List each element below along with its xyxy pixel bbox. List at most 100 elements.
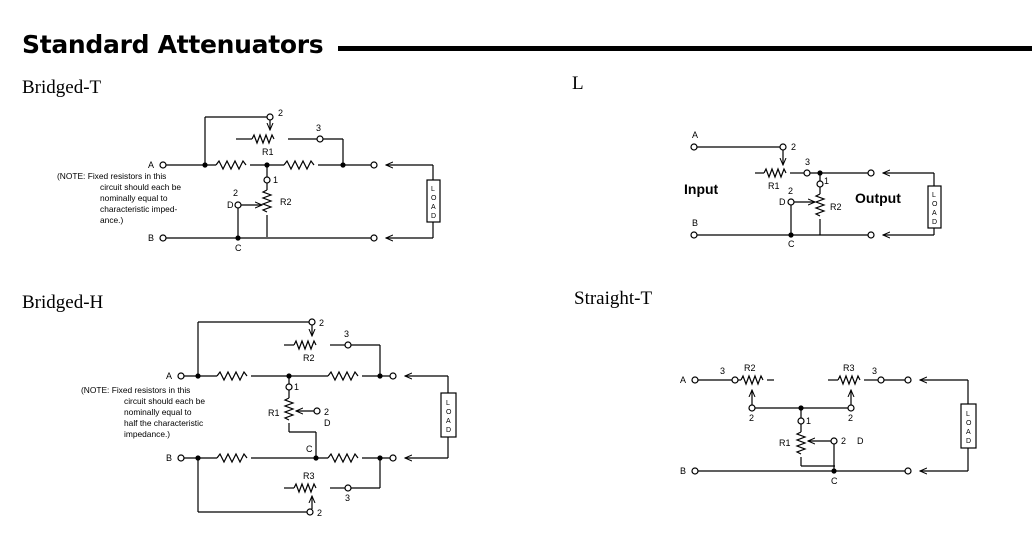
note-line: half the characteristic	[124, 418, 203, 428]
load-letter: O	[966, 420, 972, 427]
label-c: C	[831, 476, 838, 486]
label-a: A	[680, 375, 686, 385]
node-3: 3	[316, 123, 321, 133]
potentiometer-r2	[740, 374, 764, 386]
label-d: D	[227, 200, 234, 210]
potentiometer-r2	[814, 193, 826, 217]
note-line: circuit should each be	[124, 396, 205, 406]
terminal-a	[159, 161, 167, 169]
node-2: 2	[278, 108, 283, 118]
resistor-fixed-1	[216, 370, 248, 382]
section-title-straight-t: Straight-T	[574, 288, 653, 309]
load-letter: D	[932, 219, 937, 226]
node-2: 2	[317, 508, 322, 518]
potentiometer-r1	[251, 133, 275, 145]
label-b: B	[148, 233, 154, 243]
node-3: 3	[345, 493, 350, 503]
label-r2: R2	[830, 202, 842, 212]
bridged-h-note: (NOTE: Fixed resistors in this circuit s…	[81, 385, 205, 439]
label-r1: R1	[268, 408, 280, 418]
resistor-fixed-1	[215, 159, 247, 171]
resistor-fixed-2	[283, 159, 315, 171]
load-letter: O	[431, 195, 437, 202]
potentiometer-r2	[293, 339, 317, 351]
note-line: impedance.)	[124, 429, 170, 439]
label-b: B	[166, 453, 172, 463]
node-3: 3	[720, 366, 725, 376]
potentiometer-r3	[293, 482, 317, 494]
note-line: characteristic imped-	[100, 204, 177, 214]
node-2: 2	[848, 413, 853, 423]
load-letter: O	[932, 201, 938, 208]
node-2: 2	[788, 186, 793, 196]
node-2: 2	[841, 436, 846, 446]
label-a: A	[148, 160, 154, 170]
section-title-bridged-h: Bridged-H	[22, 292, 104, 313]
node-1: 1	[806, 416, 811, 426]
load-letter: A	[431, 204, 436, 211]
terminal-b	[159, 234, 167, 242]
label-d: D	[779, 197, 786, 207]
node-3: 3	[872, 366, 877, 376]
output-label: Output	[855, 190, 901, 206]
l-diagram	[690, 143, 942, 239]
label-b: B	[692, 218, 698, 228]
load-letter: A	[446, 418, 451, 425]
note-line: (NOTE: Fixed resistors in this	[81, 385, 190, 395]
label-c: C	[306, 444, 313, 454]
label-r3: R3	[303, 471, 315, 481]
potentiometer-r2	[261, 189, 273, 213]
load-letter: O	[446, 409, 452, 416]
node-2: 2	[319, 318, 324, 328]
title-rule	[338, 46, 1032, 51]
straight-t-diagram	[691, 374, 977, 475]
section-title-l: L	[572, 73, 584, 94]
label-a: A	[166, 371, 172, 381]
note-line: nominally equal to	[100, 193, 168, 203]
node-1: 1	[273, 175, 278, 185]
label-b: B	[680, 466, 686, 476]
label-a: A	[692, 130, 698, 140]
load-letter: D	[446, 427, 451, 434]
bridged-t-diagram	[159, 113, 441, 242]
node-1: 1	[824, 176, 829, 186]
note-line: circuit should each be	[100, 182, 181, 192]
label-r1: R1	[779, 438, 791, 448]
label-c: C	[788, 239, 795, 249]
output-terminal-top	[370, 161, 378, 169]
section-title-bridged-t: Bridged-T	[22, 77, 102, 98]
note-line: (NOTE: Fixed resistors in this	[57, 171, 166, 181]
load-letter: L	[932, 192, 936, 199]
load-letter: A	[932, 210, 937, 217]
node-2: 2	[791, 142, 796, 152]
note-line: nominally equal to	[124, 407, 192, 417]
load-letter: D	[431, 213, 436, 220]
node-1: 1	[294, 382, 299, 392]
label-r1: R1	[768, 181, 780, 191]
load-letter: A	[966, 429, 971, 436]
node-3: 3	[805, 157, 810, 167]
input-label: Input	[684, 181, 719, 197]
potentiometer-r3	[837, 374, 861, 386]
potentiometer-r1	[795, 431, 807, 455]
note-line: ance.)	[100, 215, 123, 225]
node-2: 2	[324, 407, 329, 417]
potentiometer-r1	[283, 397, 295, 421]
resistor-fixed-3	[216, 452, 248, 464]
label-d: D	[857, 436, 864, 446]
load-letter: L	[431, 186, 435, 193]
resistor-fixed-2	[327, 370, 359, 382]
node-3: 3	[344, 329, 349, 339]
load-letter: L	[446, 400, 450, 407]
label-d: D	[324, 418, 331, 428]
page-title: Standard Attenuators	[22, 30, 324, 59]
label-r1: R1	[262, 147, 274, 157]
node-2: 2	[233, 188, 238, 198]
label-r2: R2	[744, 363, 756, 373]
label-r2: R2	[303, 353, 315, 363]
node-2: 2	[749, 413, 754, 423]
potentiometer-r1	[763, 167, 787, 179]
load-letter: L	[966, 411, 970, 418]
label-c: C	[235, 243, 242, 253]
